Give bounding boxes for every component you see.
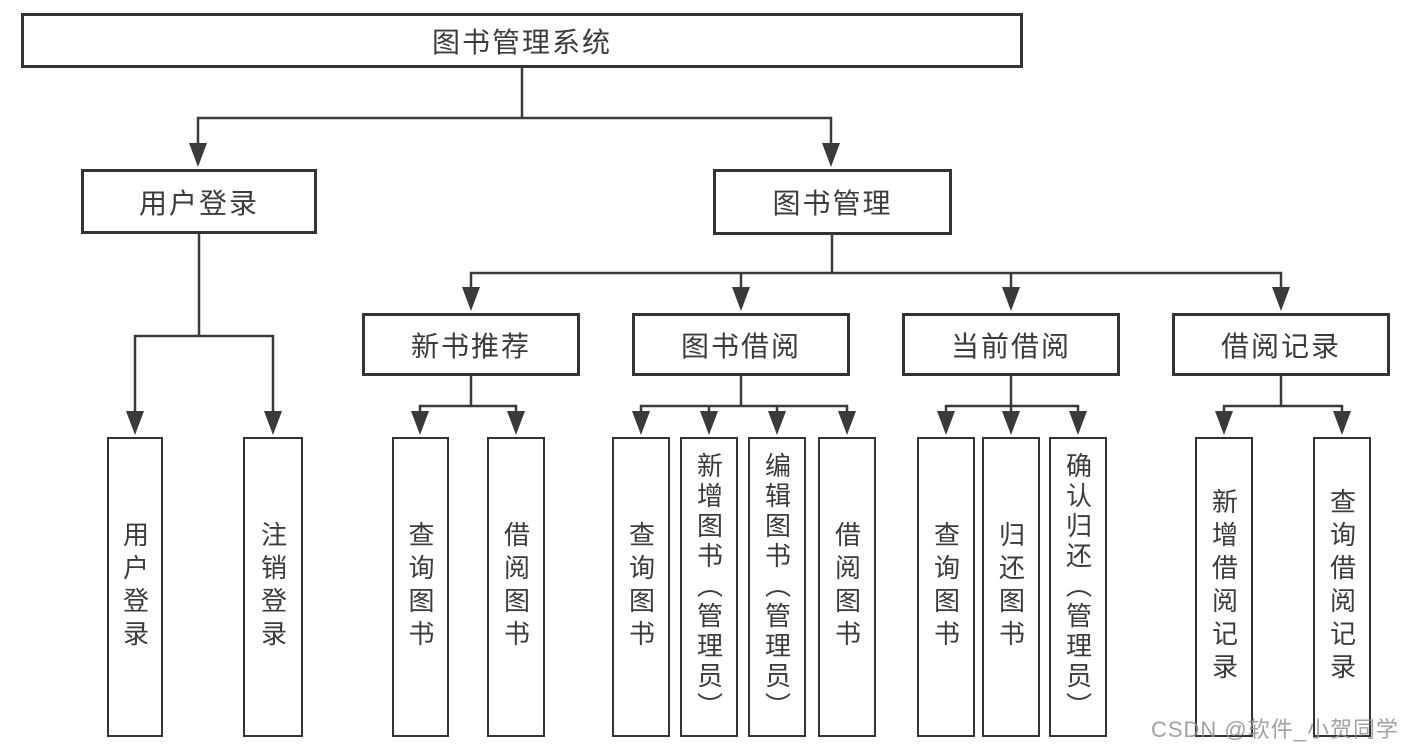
leaf-edit-books-admin: 编辑图书（管理员）: [748, 437, 806, 737]
leaf-label: 借阅图书: [500, 521, 531, 653]
leaf-query-books-2: 查询图书: [612, 437, 670, 737]
node-book-management: 图书管理: [713, 169, 952, 235]
node-current-borrow: 当前借阅: [902, 313, 1120, 376]
leaf-label: 查询图书: [405, 521, 435, 653]
connector-new-book-rec-children: [411, 374, 525, 435]
leaf-label: 查询图书: [930, 521, 961, 653]
leaf-return-books: 归还图书: [982, 437, 1040, 737]
leaf-label: 确认归还（管理员）: [1062, 452, 1093, 722]
node-library-management-system: 图书管理系统: [21, 13, 1023, 68]
leaf-label: 编辑图书（管理员）: [761, 452, 792, 722]
connector-borrow-records-children: [1215, 374, 1351, 435]
leaf-borrow-books-2: 借阅图书: [818, 437, 876, 737]
leaf-confirm-return-admin: 确认归还（管理员）: [1049, 437, 1107, 737]
connector-book-borrow-children: [632, 374, 856, 435]
leaf-borrow-books-1: 借阅图书: [487, 437, 545, 737]
leaf-query-books-3: 查询图书: [917, 437, 975, 737]
leaf-label: 新增借阅记录: [1208, 488, 1239, 686]
leaf-label: 查询借阅记录: [1326, 488, 1357, 686]
connector-root-to-level2: [189, 66, 840, 167]
node-new-book-recommend: 新书推荐: [362, 313, 580, 376]
leaf-label: 注销登录: [257, 521, 288, 653]
leaf-label: 新增图书（管理员）: [693, 452, 724, 722]
leaf-query-borrow-record: 查询借阅记录: [1313, 437, 1371, 737]
leaf-query-books-1: 查询图书: [392, 437, 449, 737]
leaf-add-books-admin: 新增图书（管理员）: [680, 437, 738, 737]
leaf-label: 借阅图书: [831, 521, 862, 653]
leaf-user-login: 用户登录: [107, 437, 163, 737]
leaf-add-borrow-record: 新增借阅记录: [1195, 437, 1253, 737]
connector-current-borrow-children: [937, 374, 1087, 435]
leaf-label: 用户登录: [119, 521, 150, 653]
leaf-label: 归还图书: [995, 521, 1026, 653]
connector-book-management-children: [462, 233, 1290, 311]
node-borrow-records: 借阅记录: [1172, 313, 1390, 376]
node-user-login: 用户登录: [81, 169, 317, 234]
leaf-logout: 注销登录: [243, 437, 303, 737]
leaf-label: 查询图书: [625, 521, 656, 653]
node-book-borrow: 图书借阅: [632, 313, 850, 376]
connector-user-login-children: [126, 232, 282, 435]
